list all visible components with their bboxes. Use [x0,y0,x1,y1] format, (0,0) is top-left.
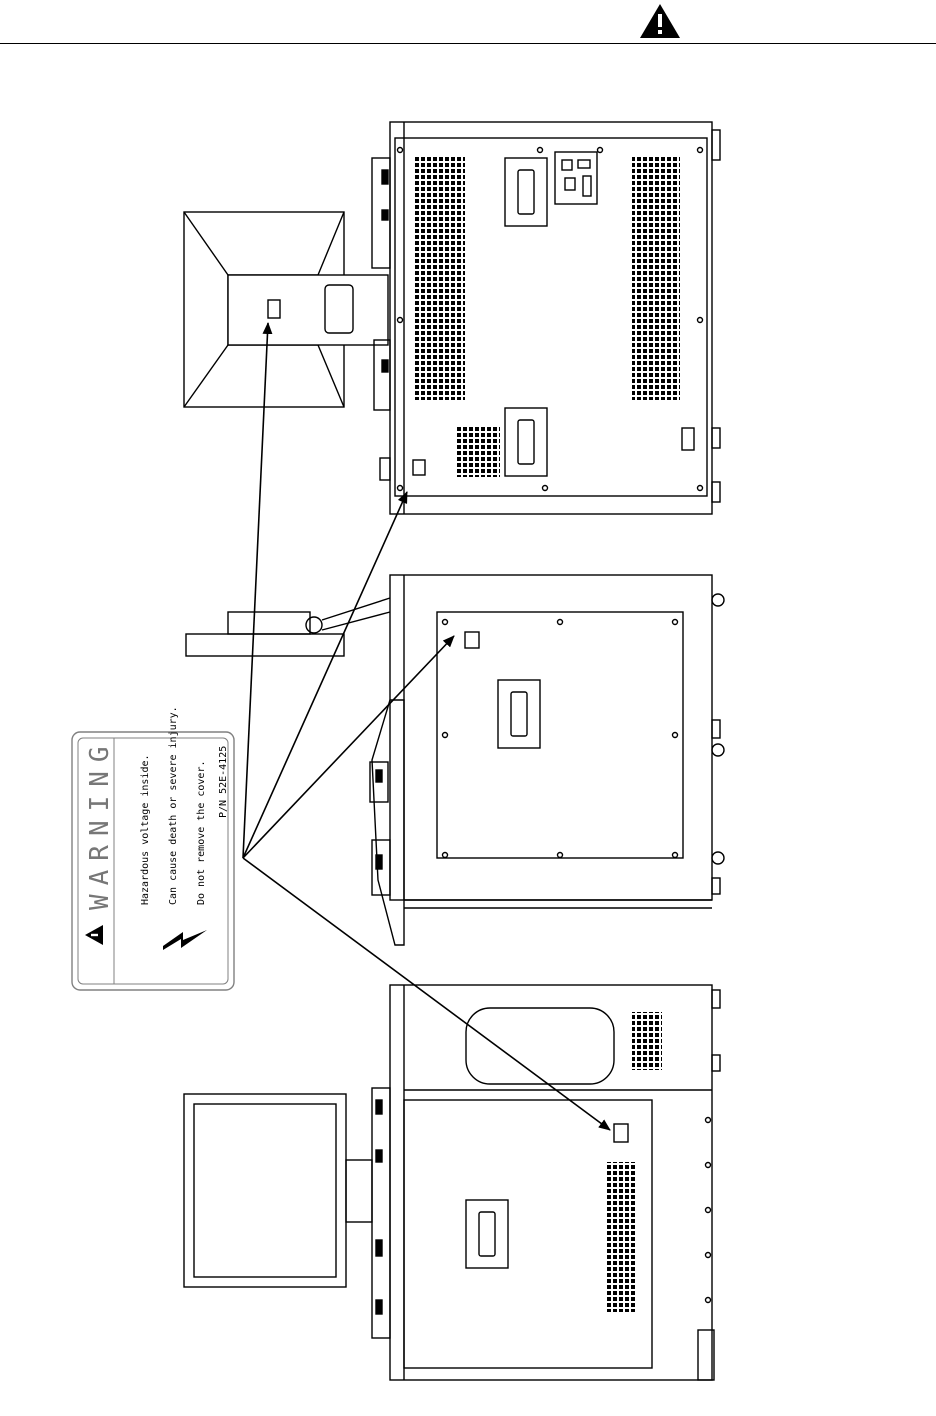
monitor-top [183,211,389,408]
arrow-to-monitor-label [242,322,273,859]
keyboard-strip-top [371,157,391,481]
warning-triangle-icon [85,925,103,945]
top-view [183,121,721,515]
monitor-side [185,597,391,657]
warning-line-3: Do not remove the cover. [196,761,207,906]
header-rule [0,43,936,44]
side-view [185,574,725,946]
cabinet-top [389,121,721,515]
arrow-to-front-cabinet-label [242,857,611,1131]
cabinet-front [389,984,721,1381]
part-number: P/N 52E-4125 [218,746,229,818]
cabinet-side [389,574,725,909]
warning-triangle-icon [640,4,680,38]
warning-title: WARNING [85,737,115,910]
leader-arrows [242,322,611,1131]
arrow-to-top-cabinet-label [242,491,408,859]
monitor-front [183,1093,373,1288]
lightning-bolt-icon [163,930,207,950]
arrow-to-side-cabinet-label [242,635,455,859]
keyboard-side [369,699,405,946]
warning-line-2: Can cause death or severe injury. [168,706,179,905]
warning-line-1: Hazardous voltage inside. [140,754,151,905]
keyboard-front [371,1087,391,1339]
front-view [183,984,721,1381]
warning-label: WARNING Hazardous voltage inside. Can ca… [71,706,235,991]
